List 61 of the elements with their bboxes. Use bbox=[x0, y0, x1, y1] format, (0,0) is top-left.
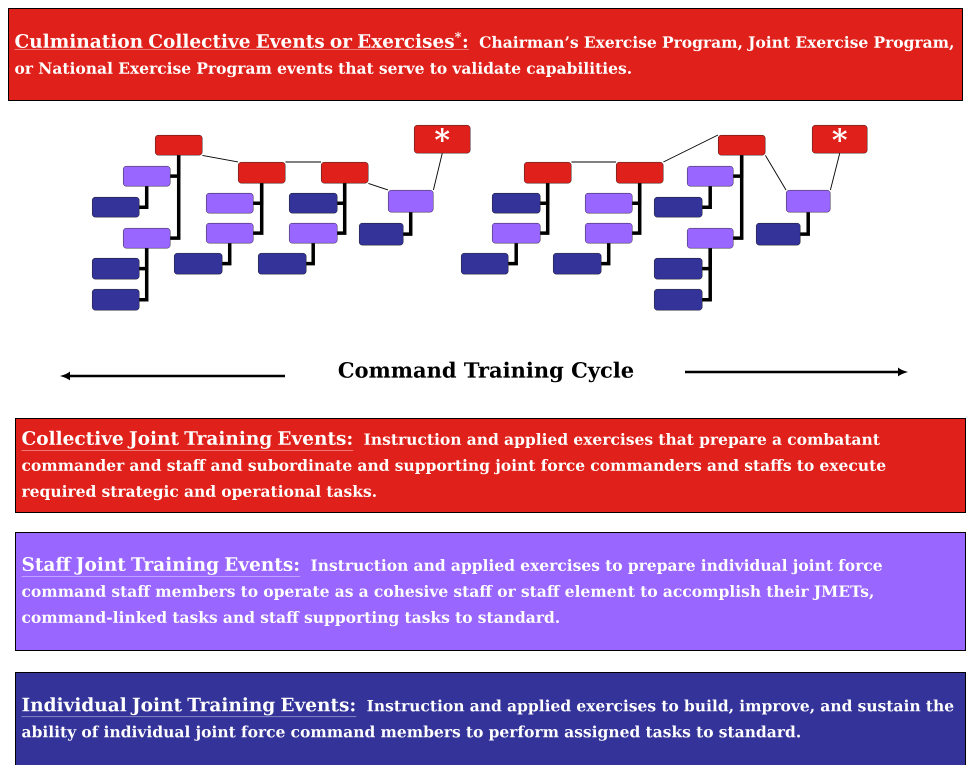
asterisk-box: * bbox=[414, 125, 470, 154]
org-chart-box bbox=[585, 192, 632, 214]
org-chart-box bbox=[174, 253, 222, 274]
org-chart-box bbox=[654, 289, 702, 310]
connector-line bbox=[139, 248, 148, 302]
org-chart-box bbox=[718, 134, 766, 156]
org-chart-box bbox=[687, 228, 734, 248]
org-chart-box bbox=[654, 196, 702, 218]
org-chart-box bbox=[461, 253, 508, 274]
org-chart-box bbox=[92, 196, 140, 218]
connector-line bbox=[800, 212, 810, 236]
connector-line bbox=[830, 152, 840, 190]
org-chart-box bbox=[687, 166, 734, 186]
cycle-label: Command Training Cycle bbox=[338, 362, 634, 382]
org-chart-box bbox=[289, 192, 338, 214]
org-chart-box bbox=[616, 162, 664, 184]
org-chart-box bbox=[92, 289, 140, 310]
org-chart-box bbox=[388, 190, 434, 212]
org-chart-box bbox=[123, 166, 170, 186]
org-chart-box bbox=[206, 192, 254, 214]
org-chart-box bbox=[289, 222, 338, 244]
org-chart-box bbox=[92, 258, 140, 280]
org-chart-box bbox=[123, 228, 170, 248]
connector-line bbox=[733, 155, 744, 240]
connector-line bbox=[170, 155, 180, 240]
connector-line bbox=[253, 183, 264, 235]
connector-line bbox=[764, 154, 786, 190]
org-chart-box bbox=[786, 190, 830, 212]
connector-line bbox=[432, 152, 443, 190]
connector-line bbox=[202, 154, 238, 162]
definition-band: Collective Joint Training Events: Instruction and applied exercises that prepare a combatant commander and staff and subordinate and supporting joint force commanders and staffs to execute required strategic and operational tasks. bbox=[15, 418, 966, 513]
org-chart-box bbox=[654, 258, 702, 280]
connector-line bbox=[368, 182, 388, 190]
connector-line bbox=[403, 212, 412, 236]
org-chart-box bbox=[756, 222, 800, 246]
connector-line bbox=[662, 134, 718, 162]
definition-band: Culmination Collective Events or Exercises$^{*}$: Chairman’s Exercise Program, Joint Exercise Program, or National Exercise Program events that serve to validate capabilities. bbox=[8, 8, 963, 101]
connector-line bbox=[601, 243, 610, 266]
connector-line bbox=[222, 243, 232, 266]
connector-line bbox=[139, 186, 148, 209]
definition-band: Individual Joint Training Events: Instruction and applied exercises to build, improve, and sustain the ability of individual joint force command members to perform assigned tasks to standard. bbox=[15, 672, 966, 765]
org-chart-box bbox=[238, 162, 286, 184]
org-chart-box bbox=[585, 222, 632, 244]
org-chart-box bbox=[492, 192, 540, 214]
connector-line bbox=[306, 243, 315, 266]
connector-line bbox=[702, 248, 712, 302]
org-chart-box bbox=[206, 222, 254, 244]
org-chart-box bbox=[155, 134, 202, 156]
connector-line bbox=[337, 183, 346, 235]
org-chart-box bbox=[524, 162, 572, 184]
asterisk-box: * bbox=[812, 125, 868, 154]
org-chart-box bbox=[359, 222, 404, 246]
connector-line bbox=[632, 183, 642, 235]
connector-line bbox=[702, 186, 712, 209]
org-chart-box bbox=[258, 253, 306, 274]
connector-line bbox=[540, 183, 550, 235]
org-chart-box bbox=[492, 222, 540, 244]
org-chart-box bbox=[553, 253, 602, 274]
org-chart-box bbox=[321, 162, 368, 184]
connector-line bbox=[508, 243, 518, 266]
definition-band: Staff Joint Training Events: Instruction and applied exercises to prepare individual joint force command staff members to operate as a cohesive staff or staff element to accomplish their JMETs, command-linked tasks and staff supporting tasks to standard. bbox=[15, 532, 966, 651]
